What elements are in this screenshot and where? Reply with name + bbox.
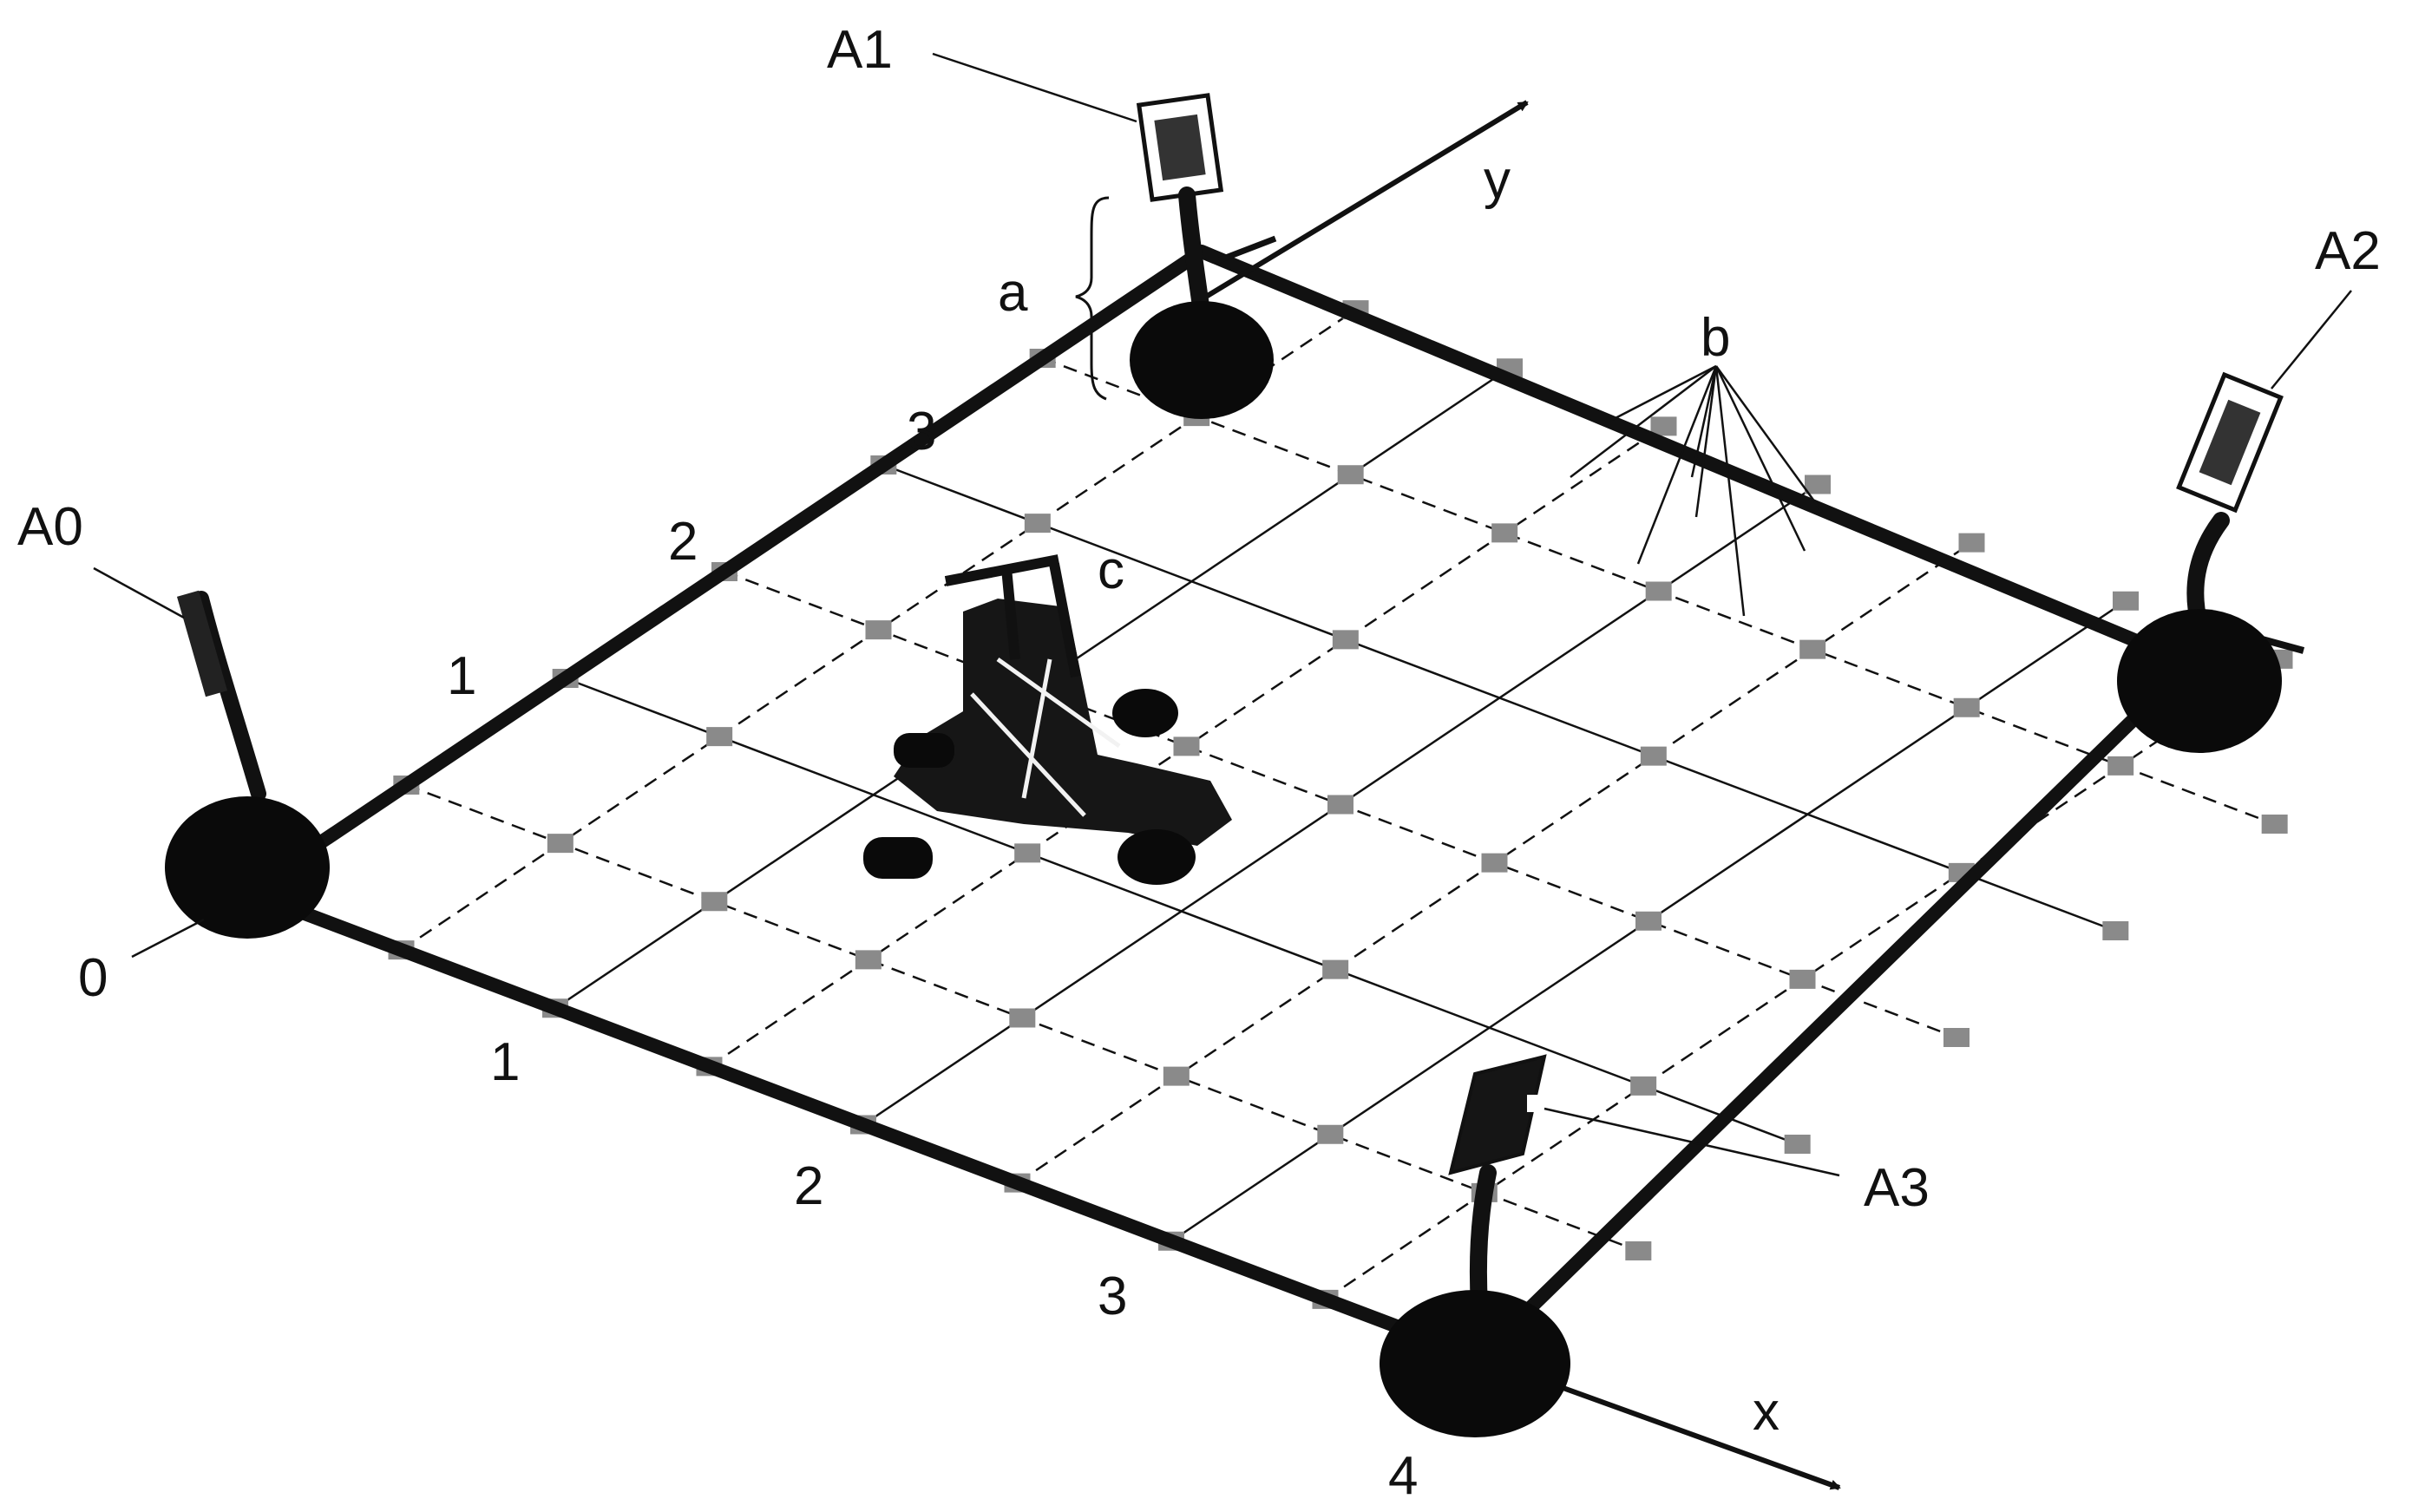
grid-solid-line bbox=[882, 463, 2116, 933]
leader-a0 bbox=[93, 566, 185, 619]
anchor-a1-base-icon bbox=[1130, 301, 1274, 419]
grid-marker bbox=[1491, 523, 1518, 543]
grid-marker bbox=[1337, 465, 1364, 485]
anchor-a3-pole-icon bbox=[1469, 1164, 1497, 1314]
y-tick-label: 2 bbox=[668, 512, 698, 572]
grid-marker bbox=[1799, 639, 1826, 659]
label-a: a bbox=[998, 263, 1028, 323]
anchor-a1 bbox=[1130, 93, 1277, 419]
robot-car-icon bbox=[863, 554, 1232, 885]
anchor-a2-base-icon bbox=[2117, 609, 2282, 753]
grid-marker bbox=[1943, 1028, 1970, 1047]
leader-a2 bbox=[2271, 290, 2352, 389]
grid-marker bbox=[1630, 1076, 1657, 1096]
anchor-a3-base-icon bbox=[1380, 1290, 1570, 1437]
grid-marker bbox=[1640, 746, 1667, 766]
grid-marker bbox=[1650, 416, 1677, 436]
anchor-a3 bbox=[1380, 1054, 1570, 1437]
anchor-a2-pole-icon bbox=[2186, 512, 2230, 633]
grid-marker bbox=[1009, 1008, 1036, 1028]
y-axis-arrow bbox=[1200, 100, 1529, 302]
y-tick-label: 1 bbox=[447, 646, 476, 706]
leader-a1 bbox=[932, 52, 1137, 123]
grid-marker bbox=[1481, 853, 1508, 873]
grid-marker bbox=[1322, 959, 1349, 979]
leader-origin bbox=[131, 918, 205, 959]
grid-marker bbox=[855, 950, 882, 970]
grid-marker bbox=[1317, 1124, 1344, 1144]
label-a1: A1 bbox=[827, 20, 893, 80]
grid-marker bbox=[1332, 630, 1359, 650]
grid-marker bbox=[1958, 533, 1985, 553]
x-tick-label: 2 bbox=[794, 1156, 823, 1216]
grid-marker bbox=[2261, 815, 2288, 834]
grid-marker bbox=[2113, 591, 2139, 611]
grid-marker bbox=[2102, 921, 2129, 940]
grid-marker bbox=[706, 727, 733, 747]
label-b: b bbox=[1701, 308, 1730, 368]
leaders-b bbox=[1570, 364, 1824, 617]
label-a0: A0 bbox=[17, 497, 83, 557]
grid-marker bbox=[2107, 756, 2134, 776]
grid-markers bbox=[388, 300, 2293, 1309]
grid-marker bbox=[701, 892, 728, 912]
grid-marker bbox=[547, 834, 574, 854]
grid-marker bbox=[1163, 1066, 1190, 1086]
grid-marker bbox=[1635, 911, 1662, 931]
label-a3: A3 bbox=[1864, 1158, 1930, 1218]
label-origin: 0 bbox=[78, 948, 108, 1008]
anchor-a2 bbox=[2117, 371, 2305, 753]
grid-marker bbox=[1784, 1135, 1811, 1154]
grid-solid-line bbox=[565, 677, 1799, 1146]
grid-marker bbox=[1805, 475, 1831, 494]
grid-marker bbox=[865, 620, 892, 640]
anchor-a0 bbox=[165, 590, 330, 939]
grid-marker bbox=[1645, 581, 1672, 601]
leader-a3 bbox=[1544, 1107, 1840, 1177]
x-tick-label: 1 bbox=[490, 1032, 520, 1092]
grid-marker bbox=[1024, 514, 1051, 533]
label-x-axis: x bbox=[1753, 1382, 1780, 1442]
brace-a bbox=[1075, 196, 1110, 401]
anchor-a3-module-icon bbox=[1448, 1054, 1547, 1175]
grid-marker bbox=[1173, 736, 1200, 756]
grid-marker bbox=[1953, 697, 1980, 717]
anchor-a0-pole-icon bbox=[193, 591, 266, 802]
grid-marker bbox=[1789, 969, 1816, 989]
label-c: c bbox=[1098, 540, 1124, 600]
x-tick-label: 3 bbox=[1098, 1267, 1127, 1326]
y-tick-label: 3 bbox=[907, 402, 936, 461]
grid-marker bbox=[1625, 1241, 1652, 1260]
grid-marker bbox=[1014, 843, 1041, 863]
anchor-a0-base-icon bbox=[165, 796, 330, 939]
grid-marker bbox=[1327, 795, 1353, 815]
x-tick-label: 4 bbox=[1388, 1446, 1418, 1506]
anchor-a0-module-icon bbox=[176, 590, 228, 697]
label-a2: A2 bbox=[2315, 221, 2381, 281]
label-y-axis: y bbox=[1484, 150, 1511, 210]
anchor-a1-pole-icon bbox=[1178, 187, 1210, 321]
